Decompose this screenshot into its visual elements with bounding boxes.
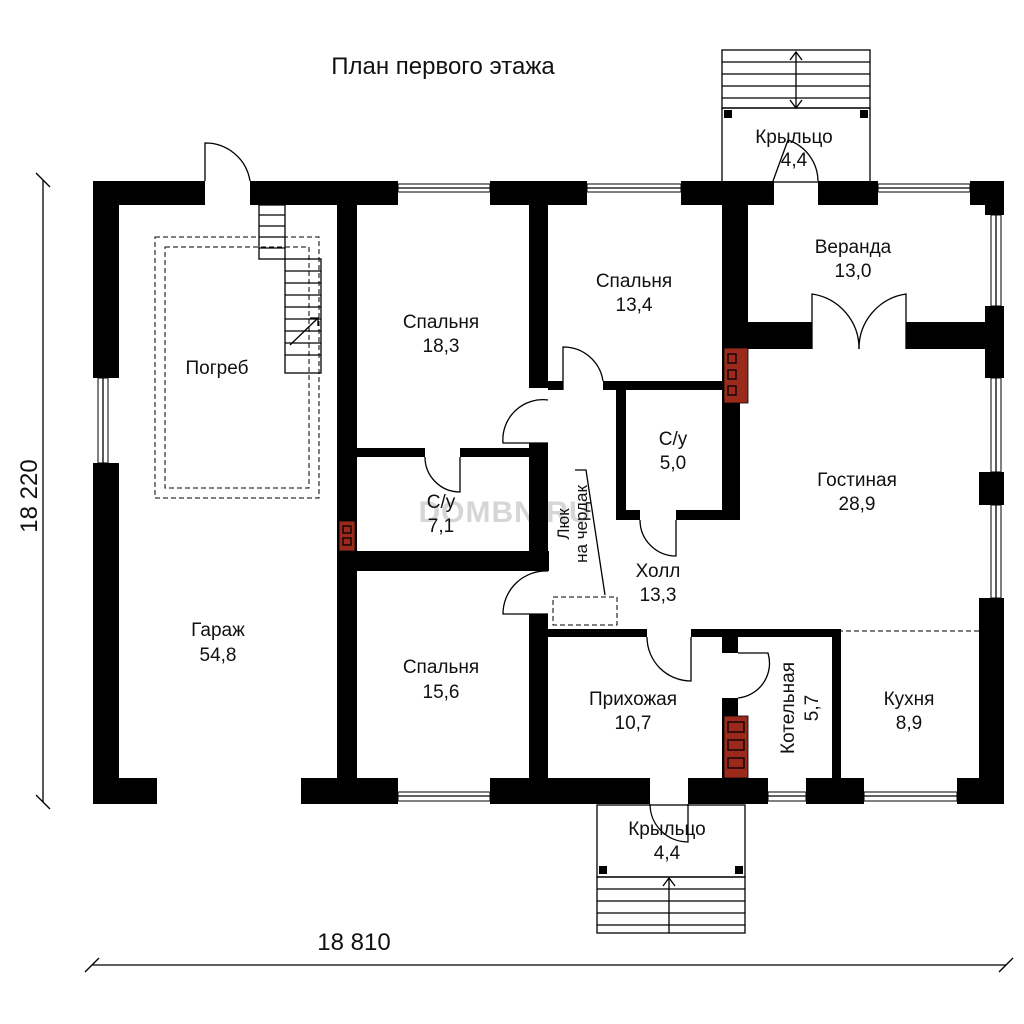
room-name: Крыльцо	[755, 127, 833, 148]
room-entry: Прихожая 10,7	[589, 689, 677, 734]
room-cellar: Погреб	[186, 358, 249, 379]
room-area: 7,1	[428, 516, 454, 537]
room-boiler: Котельная 5,7	[778, 662, 823, 754]
hatch-label-line-1: Люк	[554, 508, 573, 540]
room-name: С/у	[659, 429, 688, 450]
room-kitchen: Кухня 8,9	[884, 689, 935, 734]
porch-bottom	[596, 804, 746, 934]
room-bathroom-2: С/у 5,0	[659, 429, 688, 474]
room-name: Спальня	[596, 271, 672, 292]
width-dimension-label: 18 810	[317, 929, 390, 956]
room-name: Гараж	[191, 620, 245, 641]
room-name: Погреб	[186, 358, 249, 379]
room-name: Спальня	[403, 657, 479, 678]
room-name: Холл	[636, 561, 681, 582]
room-area: 4,4	[654, 843, 681, 864]
height-dimension: 18 220	[16, 172, 51, 810]
room-garage: Гараж 54,8	[191, 620, 245, 666]
room-veranda: Веранда 13,0	[815, 237, 892, 282]
room-name: Веранда	[815, 237, 892, 258]
room-area: 10,7	[615, 713, 652, 734]
room-name: С/у	[427, 492, 456, 513]
room-name: Крыльцо	[628, 819, 706, 840]
room-area: 15,6	[423, 682, 460, 703]
room-area: 13,0	[835, 261, 872, 282]
room-bedroom-3: Спальня 15,6	[403, 657, 479, 703]
room-hall: Холл 13,3	[636, 561, 681, 606]
height-dimension-label: 18 220	[16, 459, 43, 532]
room-name: Прихожая	[589, 689, 677, 710]
watermark: DOMBN.RU	[419, 496, 592, 529]
room-name: Гостиная	[817, 470, 897, 491]
porch-top	[721, 49, 871, 183]
cellar	[154, 204, 322, 499]
room-area: 5,0	[660, 453, 686, 474]
room-area: 8,9	[896, 713, 922, 734]
room-area: 13,3	[640, 585, 677, 606]
width-dimension: 18 810	[84, 929, 1014, 973]
attic-hatch	[552, 469, 618, 626]
room-name: Котельная	[778, 662, 799, 754]
attic-hatch-label: Люк на чердак	[554, 485, 591, 563]
plan-title: План первого этажа	[331, 53, 555, 80]
room-area: 13,4	[616, 295, 653, 316]
room-bathroom-1: С/у 7,1	[427, 492, 456, 537]
room-living: Гостиная 28,9	[817, 470, 897, 515]
chimneys	[338, 347, 749, 779]
room-porch-bottom: Крыльцо 4,4	[628, 819, 706, 864]
room-area: 28,9	[839, 494, 876, 515]
doors	[204, 139, 907, 843]
room-porch-top: Крыльцо 4,4	[755, 127, 833, 171]
room-bedroom-2: Спальня 13,4	[596, 271, 672, 316]
room-area: 18,3	[423, 336, 460, 357]
room-area: 54,8	[200, 645, 237, 666]
room-bedroom-1: Спальня 18,3	[403, 312, 479, 357]
room-area: 4,4	[781, 150, 808, 171]
walls	[93, 181, 1004, 804]
room-name: Кухня	[884, 689, 935, 710]
windows	[97, 183, 1002, 802]
hatch-label-line-2: на чердак	[572, 485, 591, 563]
room-name: Спальня	[403, 312, 479, 333]
room-area: 5,7	[802, 695, 823, 721]
